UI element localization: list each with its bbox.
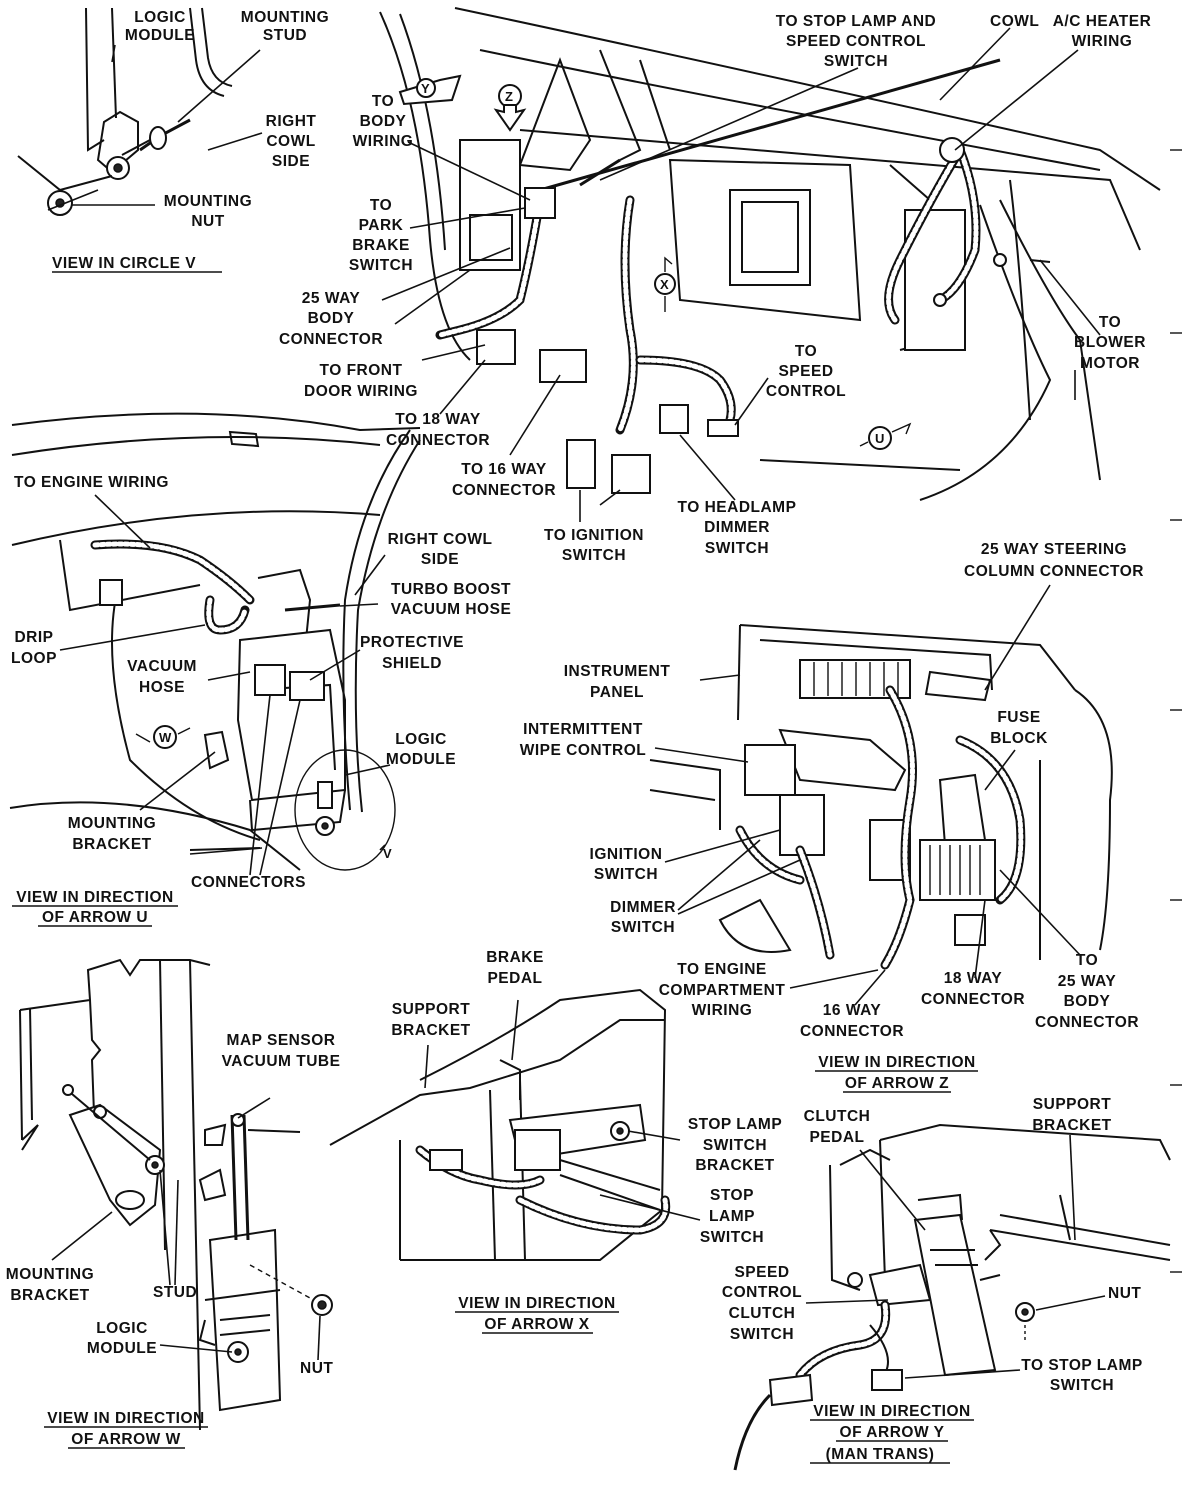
arrow-z-drawing xyxy=(649,624,1113,970)
svg-text:Z: Z xyxy=(505,89,513,104)
view-main: Y Z X U xyxy=(279,7,1161,564)
circle-v-leaders xyxy=(72,44,263,206)
arrow-w-drawing xyxy=(19,958,333,1431)
label-connectors: CONNECTORS xyxy=(191,874,306,891)
label-nut-y: NUT xyxy=(1108,1285,1141,1302)
circle-v-marker: V xyxy=(383,846,392,861)
svg-text:W: W xyxy=(159,730,172,745)
circle-v-drawing xyxy=(17,7,233,216)
svg-text:X: X xyxy=(660,277,669,292)
page-edge-ticks xyxy=(1170,149,1182,1273)
label-stud: STUD xyxy=(153,1284,197,1301)
arrow-z-leaders xyxy=(654,584,1081,1006)
arrow-w-leaders xyxy=(51,1097,321,1361)
caption-arrow-y-man-trans: (MAN TRANS) xyxy=(826,1446,935,1463)
arrow-y-leaders xyxy=(805,1134,1106,1379)
caption-circle-v: VIEW IN CIRCLE V xyxy=(52,255,196,272)
main-leaders xyxy=(381,27,1101,522)
main-arrow-tags: Y Z X U xyxy=(398,74,912,450)
svg-text:U: U xyxy=(875,431,884,446)
label-cowl: COWL xyxy=(990,13,1039,30)
arrow-u-leaders xyxy=(59,494,391,876)
arrow-tag-z: Z xyxy=(493,84,527,132)
arrow-tag-w: W xyxy=(135,725,191,749)
arrow-tag-x: X xyxy=(654,256,676,312)
svg-text:Y: Y xyxy=(421,81,430,96)
arrow-tag-y: Y xyxy=(398,74,462,106)
main-dashboard-drawing xyxy=(379,7,1161,501)
arrow-x-leaders xyxy=(424,999,701,1221)
arrow-tag-u: U xyxy=(859,422,912,450)
label-nut-w: NUT xyxy=(300,1360,333,1377)
arrow-y-drawing xyxy=(733,1123,1171,1471)
arrow-x-drawing xyxy=(329,988,671,1261)
arrow-u-drawing xyxy=(9,412,421,871)
label-to-engine-wiring: TO ENGINE WIRING xyxy=(14,474,169,491)
